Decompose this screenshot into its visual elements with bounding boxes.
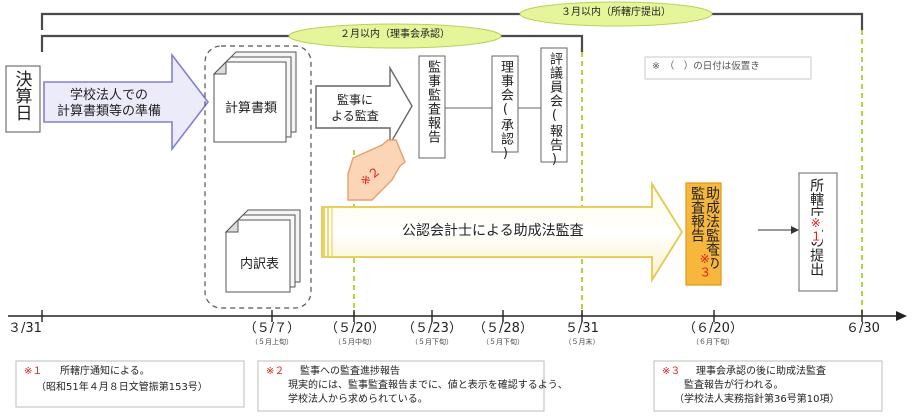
note-2-mark: ※２ xyxy=(266,366,285,377)
uchiwake-label: 内訳表 xyxy=(240,257,280,272)
note-3-line: （学校法人実務指針第36号第10項） xyxy=(674,394,840,405)
submit-ref: ※１ xyxy=(808,216,823,242)
tick-label: （５/23） xyxy=(402,321,462,336)
tick-sublabel: （５月下旬） xyxy=(411,338,453,346)
tick-label: （５/20） xyxy=(325,321,385,336)
timeline-arrowhead xyxy=(896,311,907,321)
march-bracket xyxy=(40,12,864,30)
tick-sublabel: （５月上旬） xyxy=(251,338,293,346)
note-1-box xyxy=(15,360,245,408)
provisional-note: ※ （ ）の日付は仮置き xyxy=(652,61,760,72)
tick-label: （５/７） xyxy=(243,321,301,336)
note-2-box xyxy=(257,360,545,412)
feb-band-ellipse xyxy=(288,23,502,49)
uchiwake-doc-stack xyxy=(224,209,301,293)
kansa-label-2: よる監査 xyxy=(331,109,379,123)
note-1-line: 所轄庁通知による。 xyxy=(60,366,150,377)
cpa-report-label: 助成法監査の監査報告 xyxy=(689,186,720,270)
kansa-arrow xyxy=(315,65,413,147)
note-3-line: 理事会承認の後に助成法監査 xyxy=(696,366,826,377)
council-label: 評議員会(報告) xyxy=(546,52,562,168)
prep-label-2: 計算書類等の準備 xyxy=(56,104,161,119)
note-3-box xyxy=(653,360,883,412)
provisional-note-box xyxy=(644,56,812,80)
tick-sublabel: （５月末） xyxy=(564,338,600,346)
note-2-line: 学校法人から求められている。 xyxy=(288,394,428,405)
cpa-audit-label: 公認会計士による助成法監査 xyxy=(402,223,584,239)
kessan-label: 決算日 xyxy=(11,70,32,121)
prep-arrow xyxy=(43,52,210,152)
tick-label: （５/28） xyxy=(473,321,533,336)
timeline-ticks xyxy=(41,310,863,322)
note-2-line: 監事への監査進捗報告 xyxy=(300,366,400,377)
note-3-line: 監査報告が行われる。 xyxy=(684,380,784,391)
kansa-label-1: 監事に xyxy=(336,93,373,107)
march-band-label: ３月以内（所轄庁提出） xyxy=(561,7,671,18)
feb-band-label: ２月以内（理事会承認） xyxy=(340,29,450,40)
council-box xyxy=(540,47,568,163)
submit-connector-head xyxy=(791,226,799,234)
tick-sublabel: （５月下旬） xyxy=(482,338,524,346)
documents-group xyxy=(204,45,312,309)
cpa-audit-arrow xyxy=(321,180,684,284)
tick-label: ３/31 xyxy=(8,321,42,336)
kessan-box xyxy=(5,65,41,133)
march-band-ellipse xyxy=(519,1,713,27)
tick-sublabel: （５月中旬） xyxy=(334,338,376,346)
board-box xyxy=(491,55,519,153)
tick-label: ６/30 xyxy=(846,321,880,336)
note-1-mark: ※１ xyxy=(24,366,43,377)
cpa-report-ref: ※３ xyxy=(697,252,712,278)
tick-sublabel: （６月下旬） xyxy=(692,338,734,346)
note-3-mark: ※３ xyxy=(662,366,681,377)
note-1-line: （昭和51年４月８日文管振第153号） xyxy=(36,382,208,393)
progress-report-arrow xyxy=(347,139,406,201)
board-label: 理事会(承認) xyxy=(497,60,513,162)
tick-label: ５/31 xyxy=(565,321,599,336)
tick-label: （６/20） xyxy=(683,321,743,336)
keisan-label: 計算書類 xyxy=(225,101,278,116)
prep-label-1: 学校法人での xyxy=(69,88,148,103)
kansa-report-label: 監事監査報告 xyxy=(424,60,440,144)
kansa-report-box xyxy=(418,55,446,159)
note-2-line: 現実的には、監事監査報告までに、値と表示を確認するよう、 xyxy=(288,380,568,391)
keisan-doc-stack xyxy=(212,51,297,143)
